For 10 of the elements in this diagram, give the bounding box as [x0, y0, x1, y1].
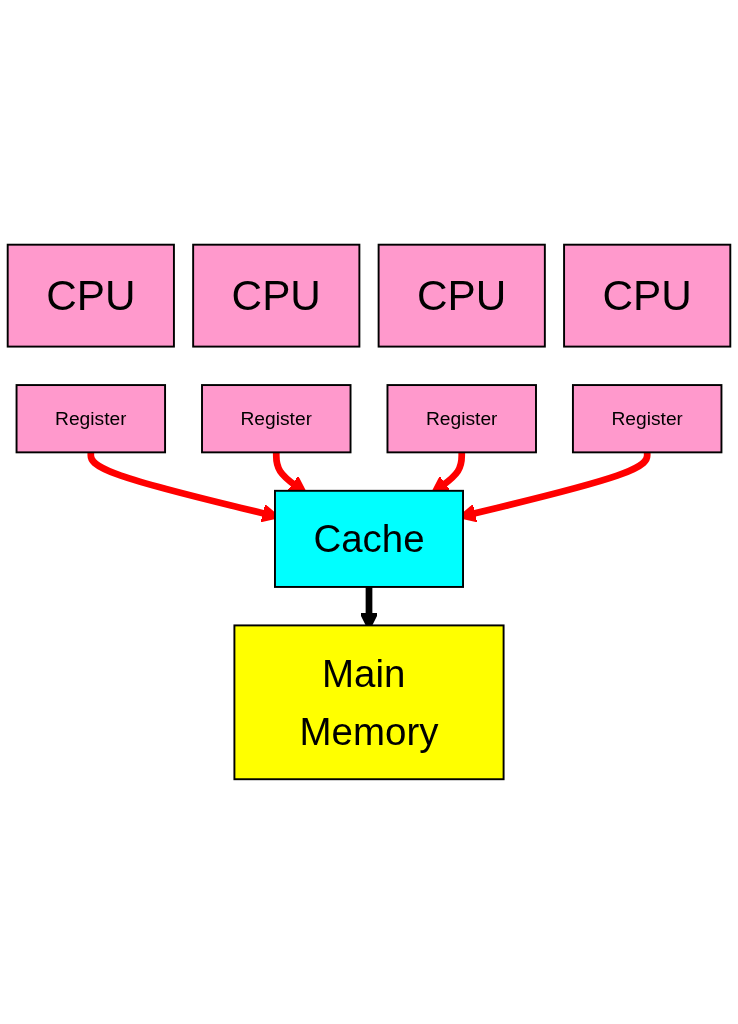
node-box: CPU — [377, 243, 546, 348]
node-box: CPU — [192, 243, 361, 348]
node-box: Main Memory — [233, 624, 505, 781]
node-box: Register — [386, 384, 537, 454]
node-box: Register — [15, 384, 167, 454]
node-box: Cache — [274, 489, 464, 588]
node-box: Register — [201, 384, 352, 454]
node-box: Register — [571, 384, 723, 454]
node-box: CPU — [6, 243, 175, 348]
node-box: CPU — [563, 243, 732, 348]
